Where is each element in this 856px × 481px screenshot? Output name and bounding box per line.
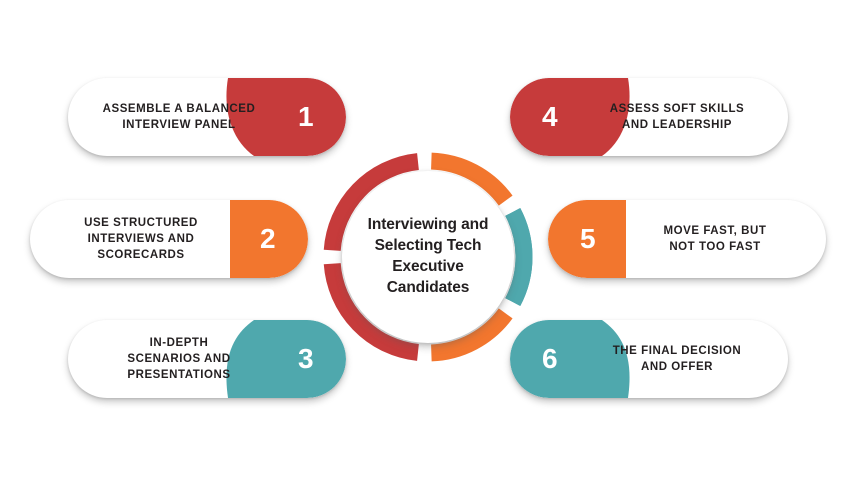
step-label-line: AND OFFER (640, 361, 714, 373)
step-accent-shape-1 (226, 78, 346, 156)
step-label-4: ASSESS SOFT SKILLS AND LEADERSHIP (584, 78, 770, 156)
step-card-6[interactable]: 6 THE FINAL DECISION AND OFFER (510, 320, 788, 398)
step-number-6: 6 (541, 343, 559, 374)
center-title-line: Interviewing and (367, 216, 489, 234)
step-label-line: THE FINAL DECISION (612, 344, 742, 357)
step-label-line: SCORECARDS (97, 249, 185, 262)
step-label-2: USE STRUCTURED INTERVIEWS AND SCORECARDS (48, 200, 234, 278)
step-card-4[interactable]: 4 ASSESS SOFT SKILLS AND LEADERSHIP (510, 78, 788, 156)
ring-segment-1 (323, 262, 420, 361)
step-accent-fill-6 (510, 320, 630, 398)
step-accent-fill-1 (226, 78, 346, 156)
step-card-5[interactable]: 5 MOVE FAST, BUT NOT TOO FAST (548, 200, 826, 278)
step-label-line: ASSEMBLE A BALANCED (102, 102, 256, 115)
center-title-line: Executive (392, 258, 464, 275)
step-number-4: 4 (541, 101, 559, 132)
step-accent-fill-4 (510, 78, 630, 156)
step-accent-fill-2 (230, 200, 308, 278)
ring-segment-5 (430, 152, 513, 206)
step-number-1: 1 (297, 101, 315, 132)
step-label-line: MOVE FAST, BUT (663, 224, 767, 237)
step-accent-shape-6 (510, 320, 630, 398)
step-label-line: ASSESS SOFT SKILLS (609, 102, 745, 115)
segmented-ring-graphic (323, 152, 533, 362)
step-label-5: MOVE FAST, BUT NOT TOO FAST (622, 200, 808, 278)
step-label-6: THE FINAL DECISION AND OFFER (584, 320, 770, 398)
center-title-line: Candidates (386, 278, 470, 296)
ring-segment-4 (323, 153, 420, 252)
step-label-line: IN-DEPTH (149, 336, 209, 349)
step-label-line: PRESENTATIONS (127, 369, 231, 382)
ring-segment-2 (430, 308, 513, 362)
ring-segment-6 (505, 207, 533, 307)
step-label-line: USE STRUCTURED (84, 216, 198, 229)
step-accent-shape-4 (510, 78, 630, 156)
step-label-line: INTERVIEW PANEL (122, 119, 236, 131)
step-card-2[interactable]: 2 USE STRUCTURED INTERVIEWS AND SCORECARDS (30, 200, 308, 278)
step-label-3: IN-DEPTH SCENARIOS AND PRESENTATIONS (86, 320, 272, 398)
step-accent-shape-5 (548, 200, 626, 278)
step-accent-fill-3 (226, 320, 346, 398)
step-label-line: AND LEADERSHIP (622, 119, 732, 131)
step-number-5: 5 (579, 223, 597, 254)
step-accent-shape-3 (226, 320, 346, 398)
step-label-line: SCENARIOS AND (127, 352, 231, 365)
center-title-line: Selecting Tech (374, 237, 482, 255)
step-number-2: 2 (259, 223, 277, 254)
step-card-1[interactable]: 1 ASSEMBLE A BALANCED INTERVIEW PANEL (68, 78, 346, 156)
step-accent-shape-2 (230, 200, 308, 278)
step-number-3: 3 (297, 343, 315, 374)
step-label-1: ASSEMBLE A BALANCED INTERVIEW PANEL (86, 78, 272, 156)
step-card-3[interactable]: 3 IN-DEPTH SCENARIOS AND PRESENTATIONS (68, 320, 346, 398)
step-label-line: INTERVIEWS AND (87, 232, 195, 245)
step-accent-fill-5 (548, 200, 626, 278)
step-label-line: NOT TOO FAST (669, 241, 761, 253)
